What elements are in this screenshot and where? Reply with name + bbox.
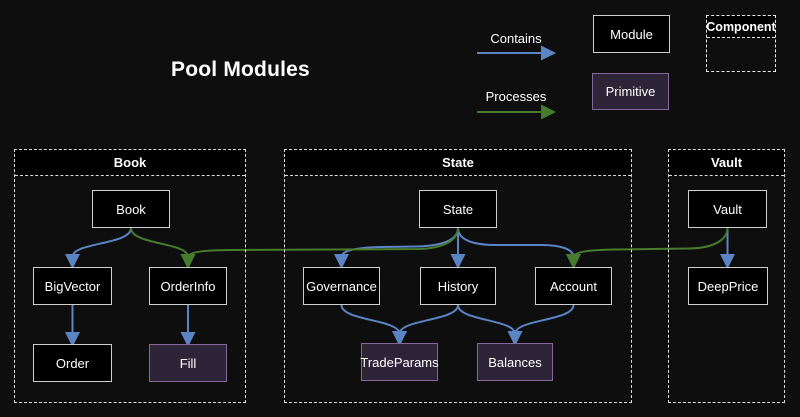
node-history-label: History [437, 278, 479, 294]
container-state: State [284, 149, 632, 403]
node-tradeparams: TradeParams [360, 343, 439, 381]
node-order: Order [33, 344, 112, 382]
page-title: Pool Modules [171, 58, 310, 81]
node-orderinfo-label: OrderInfo [160, 278, 216, 294]
container-state-header: State [285, 150, 631, 176]
node-balances: Balances [477, 343, 553, 381]
container-book: Book [14, 149, 246, 403]
node-deepprice: DeepPrice [688, 267, 768, 305]
legend-primitive-node: Primitive [592, 73, 669, 110]
node-bigvector-label: BigVector [44, 278, 101, 294]
node-vault: Vault [688, 190, 767, 228]
legend-component-label: Component [706, 16, 776, 38]
node-vault-label: Vault [713, 201, 742, 217]
node-governance: Governance [303, 267, 380, 305]
node-history: History [420, 267, 496, 305]
node-state: State [419, 190, 497, 228]
node-book-label: Book [116, 201, 146, 217]
legend-component-box: Component [706, 15, 776, 72]
container-book-header: Book [15, 150, 245, 176]
node-account-label: Account [550, 278, 597, 294]
node-balances-label: Balances [488, 354, 542, 370]
legend-processes-label: Processes [485, 89, 547, 104]
node-state-label: State [442, 201, 474, 217]
node-fill-label: Fill [179, 355, 197, 371]
container-vault: Vault [668, 149, 785, 403]
legend-primitive-label: Primitive [605, 84, 656, 99]
node-governance-label: Governance [306, 278, 377, 294]
container-vault-header: Vault [669, 150, 784, 176]
node-fill: Fill [149, 344, 227, 382]
legend-module-label: Module [610, 26, 653, 42]
node-orderinfo: OrderInfo [149, 267, 227, 305]
node-book: Book [92, 190, 170, 228]
legend-module-node: Module [593, 15, 670, 53]
node-order-label: Order [55, 355, 90, 371]
node-deepprice-label: DeepPrice [697, 278, 759, 294]
node-account: Account [535, 267, 612, 305]
node-bigvector: BigVector [33, 267, 112, 305]
node-tradeparams-label: TradeParams [360, 354, 439, 370]
legend-contains-label: Contains [490, 31, 542, 46]
